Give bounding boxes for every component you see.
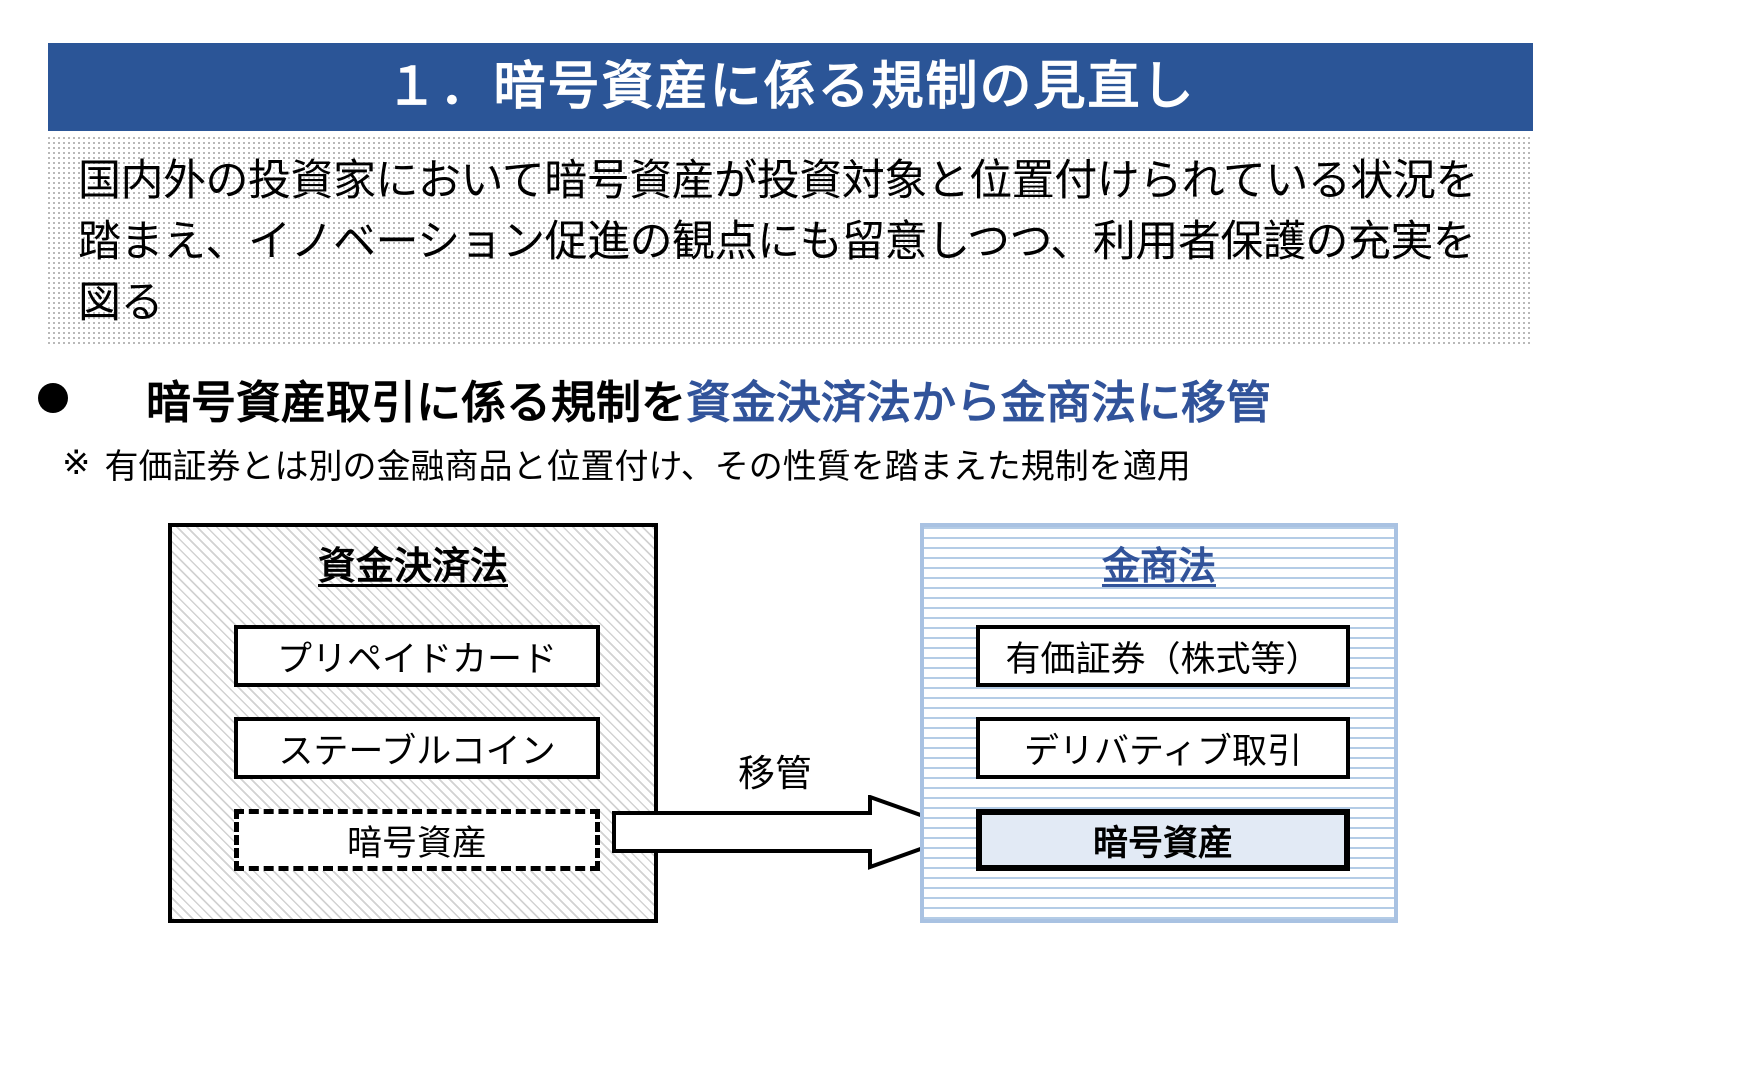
left-item-prepaid-card: プリペイドカード — [234, 625, 600, 687]
right-item-derivatives: デリバティブ取引 — [976, 717, 1350, 779]
slide-title-bar: １．暗号資産に係る規制の見直し — [48, 43, 1533, 131]
left-item-stablecoin-label: ステーブルコイン — [278, 731, 556, 771]
bullet-main-text: 暗号資産取引に係る規制を — [146, 376, 687, 428]
reference-mark-icon: ※ — [62, 445, 91, 482]
note-text: 有価証券とは別の金融商品と位置付け、その性質を踏まえた規制を適用 — [104, 448, 1191, 486]
bullet-dot-icon — [38, 383, 68, 413]
arrow-right-icon — [612, 794, 974, 870]
right-item-derivatives-label: デリバティブ取引 — [1024, 731, 1302, 771]
panel-payment-services-act: 資金決済法 プリペイドカード ステーブルコイン 暗号資産 — [168, 523, 658, 923]
panel-right-title: 金商法 — [1101, 546, 1216, 588]
bullet-accent-text: 資金決済法から金商法に移管 — [686, 376, 1272, 428]
note-row: ※ 有価証券とは別の金融商品と位置付け、その性質を踏まえた規制を適用 — [62, 440, 1532, 486]
transfer-arrow — [612, 794, 974, 870]
panel-fiea: 金商法 有価証券（株式等） デリバティブ取引 暗号資産 — [920, 523, 1398, 923]
page-title: １．暗号資産に係る規制の見直し — [385, 58, 1196, 116]
left-item-stablecoin: ステーブルコイン — [234, 717, 600, 779]
right-item-securities-label: 有価証券（株式等） — [1005, 639, 1321, 679]
right-item-securities: 有価証券（株式等） — [976, 625, 1350, 687]
left-item-prepaid-card-label: プリペイドカード — [276, 639, 557, 679]
panel-left-title: 資金決済法 — [317, 546, 508, 588]
bullet-point-row: 暗号資産取引に係る規制を 資金決済法から金商法に移管 — [38, 372, 1538, 428]
right-item-crypto-asset: 暗号資産 — [976, 809, 1350, 871]
lead-description-text: 国内外の投資家において暗号資産が投資対象と位置付けられている状況を踏まえ、イノベ… — [78, 157, 1478, 328]
right-item-crypto-asset-label: 暗号資産 — [1092, 823, 1233, 863]
lead-description-box: 国内外の投資家において暗号資産が投資対象と位置付けられている状況を踏まえ、イノベ… — [48, 137, 1533, 345]
regulation-transfer-diagram: 資金決済法 プリペイドカード ステーブルコイン 暗号資産 移管 金商法 有価証券… — [0, 505, 1737, 955]
left-item-crypto-asset-label: 暗号資産 — [346, 823, 487, 863]
left-item-crypto-asset: 暗号資産 — [234, 809, 600, 871]
transfer-arrow-label: 移管 — [738, 753, 812, 794]
